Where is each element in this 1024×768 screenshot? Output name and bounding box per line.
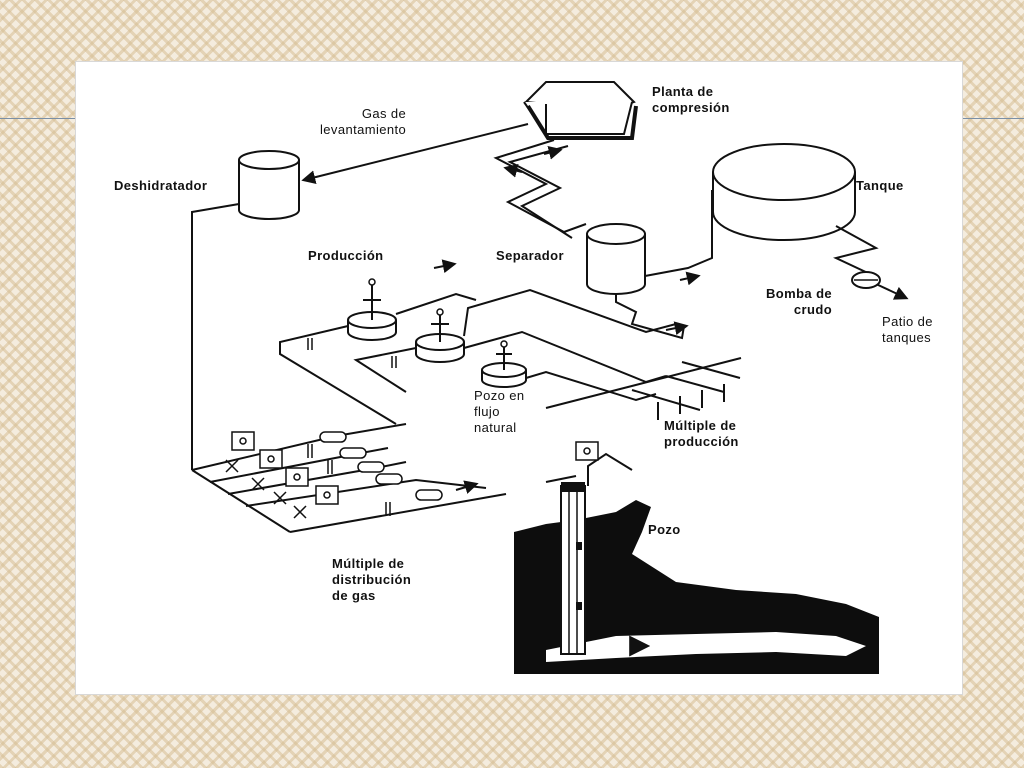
crude-pump-icon: [851, 271, 881, 289]
flow-arrow-5: [665, 321, 689, 336]
separator-cylinder-icon: [586, 223, 646, 295]
compression-plant-house-icon: [523, 81, 638, 140]
label-gas-lift: Gas de levantamiento: [320, 106, 407, 137]
label-gas-distribution-manifold: Múltiple de distribución de gas: [332, 556, 412, 603]
label-compression-plant: Planta de compresión: [652, 84, 730, 115]
label-dehydrator: Deshidratador: [114, 178, 208, 193]
wellhead-2-icon: [415, 308, 465, 363]
oil-field-diagram: [191, 81, 909, 674]
valve-1: [319, 431, 347, 443]
valve-4: [375, 473, 403, 485]
label-separator: Separador: [496, 248, 564, 263]
label-tank-yard: Patio de tanques: [882, 314, 933, 345]
valve-3: [357, 461, 385, 473]
flow-arrow-1: [543, 145, 563, 160]
flow-arrows: [433, 145, 701, 494]
label-crude-pump: Bomba de crudo: [766, 286, 833, 317]
flow-arrow-4: [679, 271, 701, 286]
flow-arrow-3: [433, 259, 457, 274]
dehydrator-cylinder-icon: [238, 150, 300, 220]
label-natural-flow-well: Pozo en flujo natural: [474, 388, 525, 435]
label-production-manifold: Múltiple de producción: [664, 418, 739, 449]
wellhead-1-icon: [347, 278, 397, 341]
well-casing: [560, 482, 586, 655]
valve-5: [415, 489, 443, 501]
flow-arrow-2: [503, 163, 523, 178]
label-well: Pozo: [648, 522, 681, 537]
flow-arrow-6: [455, 480, 479, 494]
gas-manifold-valves: [225, 338, 599, 519]
earth-formation: [514, 500, 879, 674]
wellhead-3-icon: [481, 340, 527, 388]
valve-2: [339, 447, 367, 459]
diagram-panel: Planta de compresión Gas de levantamient…: [76, 62, 962, 694]
label-tank: Tanque: [856, 178, 904, 193]
tank-cylinder-icon: [712, 143, 856, 241]
piping-network: [191, 123, 909, 533]
label-production: Producción: [308, 248, 384, 263]
